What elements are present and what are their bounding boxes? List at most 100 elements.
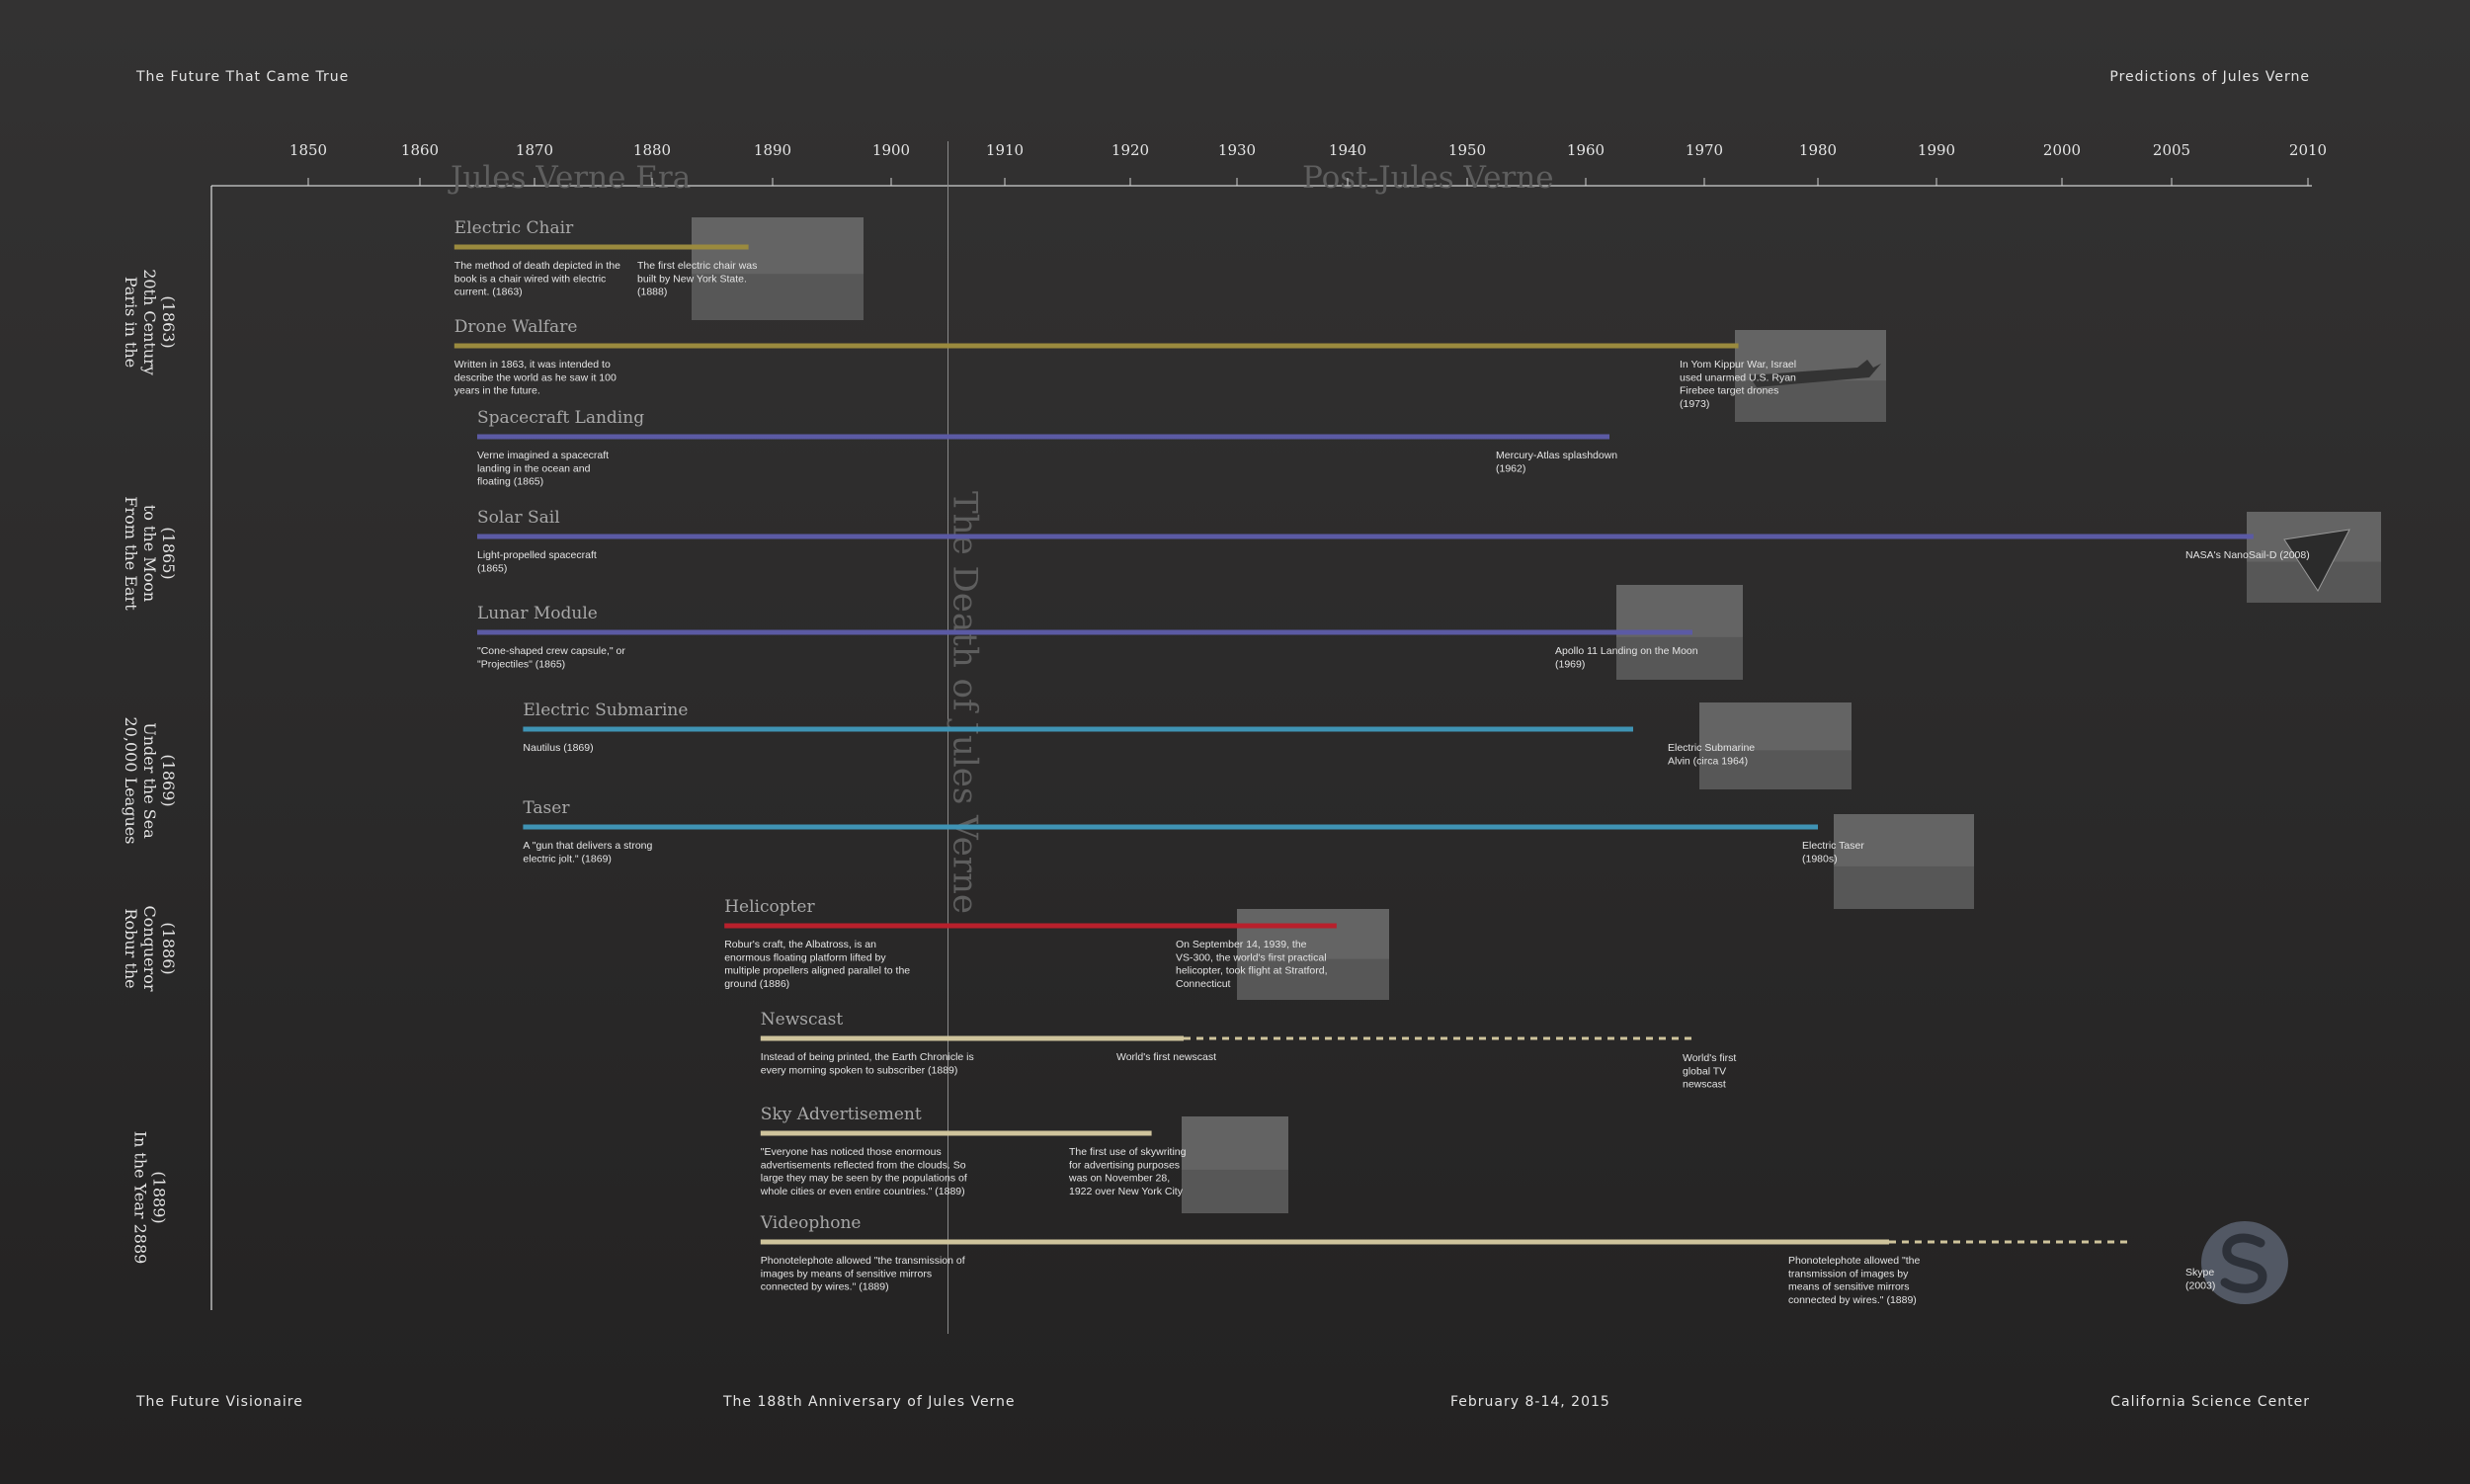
series-row: Newscast xyxy=(760,1010,1692,1041)
solar-sail-photo xyxy=(2247,512,2381,603)
series-name: Helicopter xyxy=(724,897,815,917)
series-bar xyxy=(453,343,1739,349)
realized-note-line: Alvin (circa 1964) xyxy=(1668,755,1748,767)
extra-note-line: (2003) xyxy=(2185,1279,2215,1291)
series-bar xyxy=(453,244,749,250)
skywriting-photo xyxy=(1182,1116,1288,1213)
realized-note-line: VS-300, the world's first practical xyxy=(1176,951,1327,963)
series-bar xyxy=(477,629,1692,635)
book-label-line: (1869) xyxy=(159,754,178,806)
predicted-note-line: "Everyone has noticed those enormous xyxy=(761,1146,942,1158)
realized-note-line: Firebee target drones xyxy=(1680,385,1778,397)
realized-note-line: connected by wires." (1889) xyxy=(1788,1294,1917,1306)
book-label-line: to the Moon xyxy=(140,505,159,602)
series-bar xyxy=(760,1130,1152,1136)
footer-date: February 8-14, 2015 xyxy=(1450,1394,1610,1410)
x-tick-label: 1880 xyxy=(633,141,671,159)
realized-note-line: Apollo 11 Landing on the Moon xyxy=(1555,645,1698,657)
series-row: Solar Sail xyxy=(477,508,2254,539)
series-name: Electric Submarine xyxy=(523,701,688,720)
realized-note-line: 1922 over New York City xyxy=(1069,1186,1184,1197)
x-tick-label: 2000 xyxy=(2043,141,2081,159)
predicted-note-line: Verne imagined a spacecraft xyxy=(477,450,609,461)
predicted-note-line: connected by wires." (1889) xyxy=(761,1281,889,1293)
realized-note-line: On September 14, 1939, the xyxy=(1176,939,1307,950)
realized-note-line: (1962) xyxy=(1496,462,1525,474)
series-bar xyxy=(523,824,1818,830)
series-bar xyxy=(523,726,1633,732)
extra-note-line: global TV xyxy=(1683,1065,1726,1077)
predicted-note-line: every morning spoken to subscriber (1889… xyxy=(761,1064,958,1076)
submarine-photo xyxy=(1699,702,1852,789)
predicted-note-line: current. (1863) xyxy=(454,287,523,298)
series-name: Videophone xyxy=(760,1213,862,1233)
drone-icon xyxy=(1749,360,1881,387)
series-row: Spacecraft Landing xyxy=(477,408,1609,440)
x-tick-label: 1910 xyxy=(986,141,1024,159)
realized-note-line: The first use of skywriting xyxy=(1069,1146,1187,1158)
book-label-line: From the Eart xyxy=(122,496,140,611)
series-name: Newscast xyxy=(761,1010,844,1030)
predicted-note-line: whole cities or even entire countries." … xyxy=(760,1186,965,1197)
page-title-right: Predictions of Jules Verne xyxy=(2109,69,2310,85)
series-bar xyxy=(477,434,1609,440)
series-name: Taser xyxy=(523,798,570,818)
series-name: Sky Advertisement xyxy=(761,1105,922,1124)
predicted-note-line: "Cone-shaped crew capsule," or xyxy=(477,645,625,657)
predicted-note-line: electric jolt." (1869) xyxy=(523,853,612,865)
predicted-note-line: advertisements reflected from the clouds… xyxy=(761,1159,966,1171)
extra-note: Skype(2003) xyxy=(2185,1267,2215,1291)
realized-note-line: (1969) xyxy=(1555,658,1585,670)
x-tick-label: 2005 xyxy=(2153,141,2190,159)
book-label-line: In the Year 2889 xyxy=(131,1131,150,1265)
realized-note-line: In Yom Kippur War, Israel xyxy=(1680,359,1796,371)
realized-note-line: (1888) xyxy=(637,287,667,298)
predicted-note-line: Nautilus (1869) xyxy=(523,742,593,754)
realized-note-line: NASA's NanoSail-D (2008) xyxy=(2185,549,2310,561)
predicted-note-line: floating (1865) xyxy=(477,476,543,488)
book-label-line: Under the Sea xyxy=(140,722,159,839)
x-tick-label: 1900 xyxy=(872,141,910,159)
realized-note: World's first newscast xyxy=(1116,1051,1216,1063)
series-row: Sky Advertisement xyxy=(760,1105,1152,1136)
book-label-line: (1865) xyxy=(159,527,178,579)
predicted-note-line: years in the future. xyxy=(454,385,540,397)
predicted-note-line: multiple propellers aligned parallel to … xyxy=(724,965,910,977)
realized-note-line: World's first newscast xyxy=(1116,1051,1216,1063)
x-tick-label: 1970 xyxy=(1686,141,1723,159)
realized-note-line: transmission of images by xyxy=(1788,1268,1909,1279)
x-tick-label: 1890 xyxy=(754,141,791,159)
x-tick-label: 2010 xyxy=(2289,141,2327,159)
predicted-note-line: Robur's craft, the Albatross, is an xyxy=(724,939,876,950)
predicted-note-line: Light-propelled spacecraft xyxy=(477,549,597,561)
predicted-note-line: landing in the ocean and xyxy=(477,462,591,474)
book-label-line: 20th Century xyxy=(140,269,159,375)
x-tick-label: 1940 xyxy=(1329,141,1366,159)
x-tick-label: 1990 xyxy=(1918,141,1955,159)
predicted-note-line: A "gun that delivers a strong xyxy=(523,840,652,852)
realized-note: Electric Taser(1980s) xyxy=(1802,840,1864,865)
death-divider-label: The Death of Jules Verne xyxy=(946,491,985,914)
predicted-note-line: Written in 1863, it was intended to xyxy=(454,359,611,371)
series-row: Taser xyxy=(523,798,1818,830)
skype-logo-icon xyxy=(2201,1221,2288,1304)
realized-note-line: means of sensitive mirrors xyxy=(1788,1281,1910,1293)
predicted-note: Nautilus (1869) xyxy=(523,742,593,754)
realized-note-line: Phonotelephote allowed "the xyxy=(1788,1255,1920,1267)
realized-note-line: built by New York State. xyxy=(637,273,747,285)
series-name: Spacecraft Landing xyxy=(477,408,644,428)
predicted-note-line: (1865) xyxy=(477,562,507,574)
series-name: Drone Walfare xyxy=(454,317,578,337)
page-title-left: The Future That Came True xyxy=(136,69,350,85)
